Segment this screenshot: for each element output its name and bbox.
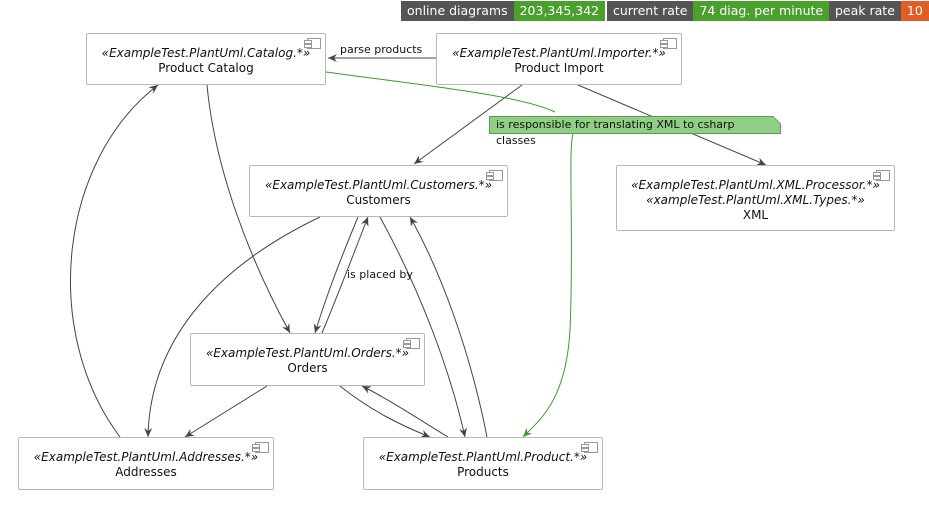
component-name: Product Catalog <box>158 61 254 75</box>
edge-customers-orders <box>313 216 359 334</box>
badge-value: 203,345,342 <box>513 1 606 21</box>
component-customers[interactable]: «ExampleTest.PlantUml.Customers.*» Custo… <box>249 165 508 217</box>
edge-catalog-orders <box>206 84 291 334</box>
component-stereotype: «ExampleTest.PlantUml.XML.Processor.*» <box>631 178 880 192</box>
badge-label: online diagrams <box>401 1 514 21</box>
component-name: Orders <box>287 361 328 375</box>
component-icon <box>660 38 677 49</box>
component-product-catalog[interactable]: «ExampleTest.PlantUml.Catalog.*» Product… <box>86 33 326 85</box>
component-stereotype: «ExampleTest.PlantUml.Product.*» <box>378 450 588 464</box>
component-name: Products <box>457 465 509 479</box>
current-rate-badge: current rate 74 diag. per minute <box>607 1 830 21</box>
component-name: Addresses <box>115 465 177 479</box>
edge-customers-products <box>379 216 467 438</box>
note[interactable]: is responsible for translating XML to cs… <box>489 116 781 147</box>
badge-label: peak rate <box>829 1 901 21</box>
component-name: XML <box>742 208 769 222</box>
online-diagrams-badge: online diagrams 203,345,342 <box>401 1 606 21</box>
component-icon <box>252 442 269 453</box>
component-orders[interactable]: «ExampleTest.PlantUml.Orders.*» Orders <box>190 333 425 386</box>
component-icon <box>581 442 598 453</box>
component-icon <box>304 38 321 49</box>
component-stereotype: «ExampleTest.PlantUml.Customers.*» <box>264 178 493 192</box>
component-name: Customers <box>346 193 411 207</box>
badge-label: current rate <box>607 1 694 21</box>
component-xml[interactable]: «ExampleTest.PlantUml.XML.Processor.*» «… <box>616 165 895 231</box>
badge-value: 74 diag. per minute <box>693 1 830 21</box>
component-icon <box>873 170 890 181</box>
note-text: is responsible for translating XML to cs… <box>496 118 735 147</box>
component-stereotype: «ExampleTest.PlantUml.Catalog.*» <box>101 46 311 60</box>
component-stereotype: «ExampleTest.PlantUml.Orders.*» <box>205 346 410 360</box>
component-stereotype: «ExampleTest.PlantUml.Addresses.*» <box>33 450 259 464</box>
note-fold-corner <box>773 116 781 124</box>
component-product-import[interactable]: «ExampleTest.PlantUml.Importer.*» Produc… <box>436 33 682 85</box>
edge-addresses-catalog <box>70 84 159 438</box>
edge-products-orders <box>361 385 449 438</box>
component-stereotype: «ExampleTest.PlantUml.Importer.*» <box>452 46 666 60</box>
component-addresses[interactable]: «ExampleTest.PlantUml.Addresses.*» Addre… <box>18 437 274 490</box>
edge-label-is-placed-by: is placed by <box>347 268 413 281</box>
edge-customers-addresses <box>144 216 321 438</box>
edge-orders-addresses <box>184 385 268 438</box>
peak-rate-badge: peak rate 10 <box>829 1 929 21</box>
edge-importer-customers <box>413 84 523 165</box>
note-edge-catalog-products <box>325 71 574 437</box>
edge-label-parse-products: parse products <box>340 43 423 56</box>
edge-orders-customers <box>321 216 369 334</box>
edge-orders-products <box>339 385 431 438</box>
badge-value: 10 <box>900 1 929 21</box>
component-stereotype-2: «xampleTest.PlantUml.XML.Types.*» <box>646 193 865 207</box>
component-icon <box>486 170 503 181</box>
component-icon <box>403 338 420 349</box>
edge-products-customers <box>409 216 488 438</box>
component-products[interactable]: «ExampleTest.PlantUml.Product.*» Product… <box>363 437 603 490</box>
component-name: Product Import <box>514 61 604 75</box>
